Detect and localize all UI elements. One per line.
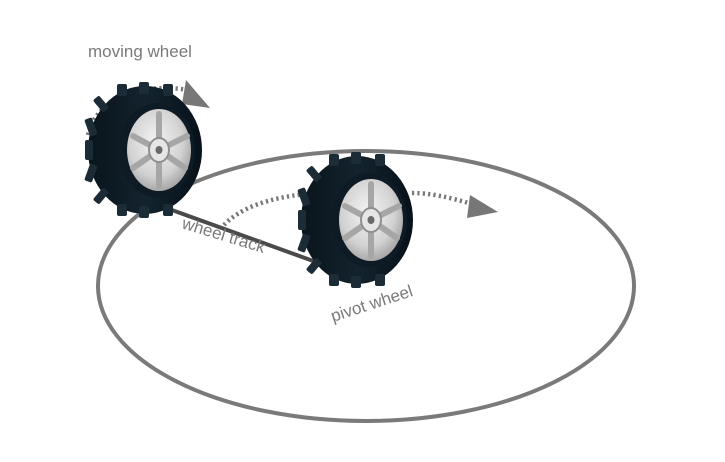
pivot-wheel-arrow-tail (222, 191, 307, 227)
pivot-wheel-label: pivot wheel (328, 281, 415, 325)
wheel-track-label: wheel track (179, 213, 268, 257)
pivot-wheel (297, 152, 413, 288)
moving-wheel-label: moving wheel (88, 42, 192, 61)
turning-circle (96, 149, 636, 423)
moving-wheel (84, 82, 202, 218)
pivot-wheel-arrow (411, 190, 498, 218)
axle-line (156, 203, 318, 264)
